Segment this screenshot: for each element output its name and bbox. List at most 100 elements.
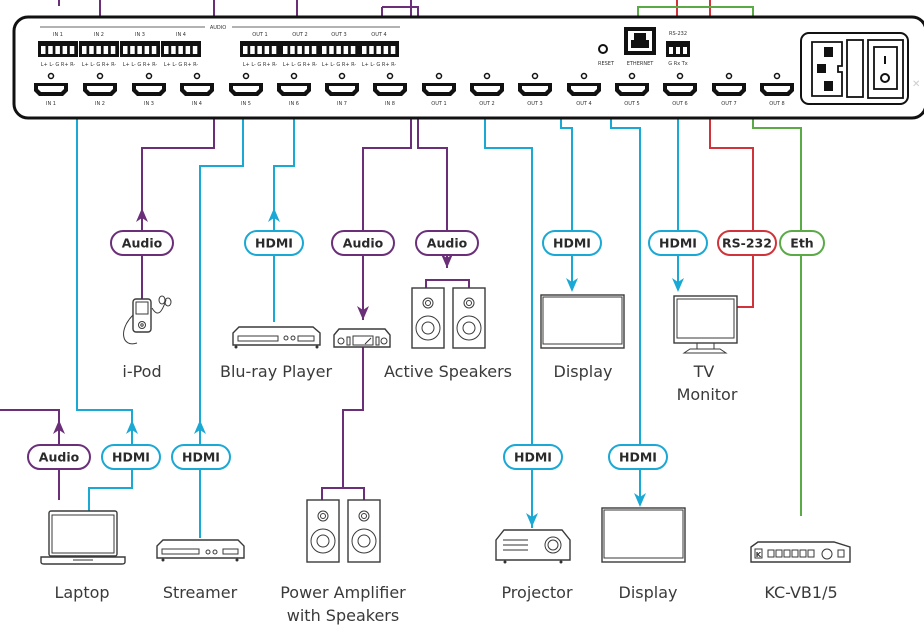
pill-hdmi-projector: HDMI	[503, 444, 563, 470]
hdmi-input-port[interactable]: IN 4	[180, 72, 214, 108]
rs232-pins-label: G Rx Tx	[668, 61, 688, 67]
audio-output-terminal[interactable]: OUT 1L+ L- G R+ R-	[240, 32, 280, 68]
hdmi-output-port[interactable]: OUT 1	[422, 72, 456, 108]
hdmi-led	[580, 72, 588, 80]
power-amp-label-line2: with Speakers	[287, 606, 399, 625]
hdmi-port-label: IN 4	[192, 101, 202, 107]
hdmi-port-label: OUT 2	[479, 101, 494, 107]
audio-input-terminal[interactable]: IN 2L+ L- G R+ R-	[79, 32, 119, 68]
hdmi-input-port[interactable]: IN 5	[229, 72, 263, 108]
ethernet-label: ETHERNET	[627, 61, 655, 67]
active-speakers-label: Active Speakers	[384, 362, 512, 381]
hdmi-port-label: OUT 7	[721, 101, 736, 107]
hdmi-ports: IN 1 IN 2 IN 3 IN 4 IN 5 IN 6 IN 7 IN 8 OUT 1 OUT…	[34, 72, 794, 108]
terminal-pin	[264, 46, 270, 54]
terminal-pin	[41, 46, 46, 54]
pill-label: Eth	[790, 236, 813, 251]
terminal-pin	[151, 46, 157, 54]
hdmi-port-label: OUT 1	[431, 101, 446, 107]
audio-terminals: IN 1L+ L- G R+ R-IN 2L+ L- G R+ R-IN 3L+…	[38, 32, 399, 68]
pill-label: HDMI	[553, 236, 591, 251]
hdmi-led	[725, 72, 733, 80]
terminal-pin	[390, 46, 396, 54]
terminal-pin-label: L+ L- G R+ R-	[362, 62, 397, 68]
hdmi-led	[193, 72, 201, 80]
hdmi-port-label: OUT 5	[624, 101, 639, 107]
audio-input-terminal[interactable]: IN 3L+ L- G R+ R-	[120, 32, 160, 68]
audio-output-terminal[interactable]: OUT 3L+ L- G R+ R-	[319, 32, 359, 68]
terminal-pin	[329, 46, 334, 54]
ethernet-port-jack	[631, 40, 649, 48]
power-switch[interactable]	[873, 46, 898, 90]
audio-output-terminal[interactable]: OUT 4L+ L- G R+ R-	[359, 32, 399, 68]
audio-terminal-label: IN 4	[176, 32, 186, 38]
rs232-port[interactable]	[666, 41, 690, 57]
reset-button[interactable]	[598, 44, 608, 54]
pill-label: Audio	[39, 450, 80, 465]
hdmi-input-port[interactable]: IN 1	[34, 72, 68, 108]
audio-input-terminal[interactable]: IN 4L+ L- G R+ R-	[161, 32, 201, 68]
pill-label: Audio	[122, 236, 163, 251]
audio-input-terminal[interactable]: IN 1L+ L- G R+ R-	[38, 32, 78, 68]
hdmi-output-port[interactable]: OUT 3	[518, 72, 552, 108]
ethernet-port[interactable]	[624, 27, 656, 55]
pill-hdmi-tv: HDMI	[648, 230, 708, 256]
terminal-pin	[144, 46, 150, 54]
pill-label: Audio	[343, 236, 384, 251]
arrowhead-down-icon	[357, 306, 369, 320]
hdmi-input-port[interactable]: IN 6	[277, 72, 311, 108]
rs232-pin	[676, 47, 680, 54]
pill-audio-speakers: Audio	[415, 230, 479, 256]
power-inlet[interactable]	[811, 41, 843, 97]
pill-label: HDMI	[659, 236, 697, 251]
rs232-label: RS-232	[669, 31, 687, 37]
hdmi-led	[628, 72, 636, 80]
arrowhead-up-icon	[268, 208, 280, 222]
kc-vb-label: KC-VB1/5	[764, 583, 837, 602]
terminal-pin-label: L+ L- G R+ R-	[283, 62, 318, 68]
display-top-label: Display	[554, 362, 613, 381]
pill-label: HDMI	[112, 450, 150, 465]
rs232-pin	[669, 47, 673, 54]
hdmi-output-port[interactable]: OUT 8	[760, 72, 794, 108]
ethernet-port-tab	[634, 33, 646, 40]
terminal-pin	[192, 46, 198, 54]
terminal-pin	[69, 46, 75, 54]
audio-output-terminal[interactable]: OUT 2L+ L- G R+ R-	[280, 32, 320, 68]
terminal-pin-label: L+ L- G R+ R-	[82, 62, 117, 68]
hdmi-port-label: OUT 3	[527, 101, 542, 107]
hdmi-output-port[interactable]: OUT 5	[615, 72, 649, 108]
power-amplifier-icon	[333, 328, 391, 348]
hdmi-input-port[interactable]: IN 7	[325, 72, 359, 108]
hdmi-port-label: OUT 8	[769, 101, 784, 107]
hdmi-output-port[interactable]: OUT 2	[470, 72, 504, 108]
terminal-pin	[243, 46, 248, 54]
hdmi-led	[483, 72, 491, 80]
hdmi-output-port[interactable]: OUT 4	[567, 72, 601, 108]
power-inlet-pin	[824, 81, 833, 91]
display-bottom-icon	[601, 507, 686, 563]
hdmi-input-port[interactable]: IN 3	[132, 72, 166, 108]
terminal-pin	[185, 46, 191, 54]
terminal-pin	[89, 46, 94, 54]
pill-hdmi-bluray: HDMI	[244, 230, 304, 256]
arrowhead-up-icon	[136, 208, 148, 222]
hdmi-input-port[interactable]: IN 2	[83, 72, 117, 108]
active-speakers-icon	[411, 287, 486, 349]
hdmi-input-port[interactable]: IN 8	[373, 72, 407, 108]
terminal-pin	[82, 46, 87, 54]
tv-monitor-label-line1: TV	[693, 362, 715, 381]
terminal-pin	[271, 46, 277, 54]
arrowhead-down-icon	[566, 278, 578, 292]
terminal-pin	[336, 46, 341, 54]
hdmi-port-label: OUT 4	[576, 101, 591, 107]
arrowheads	[53, 208, 684, 527]
hdmi-output-port[interactable]: OUT 6	[663, 72, 697, 108]
terminal-pin	[343, 46, 349, 54]
terminal-pin	[96, 46, 101, 54]
ipod-label: i-Pod	[122, 362, 161, 381]
hdmi-output-port[interactable]: OUT 7	[712, 72, 746, 108]
terminal-pin-label: L+ L- G R+ R-	[41, 62, 76, 68]
wire-hdmi-out4-display	[600, 87, 641, 500]
